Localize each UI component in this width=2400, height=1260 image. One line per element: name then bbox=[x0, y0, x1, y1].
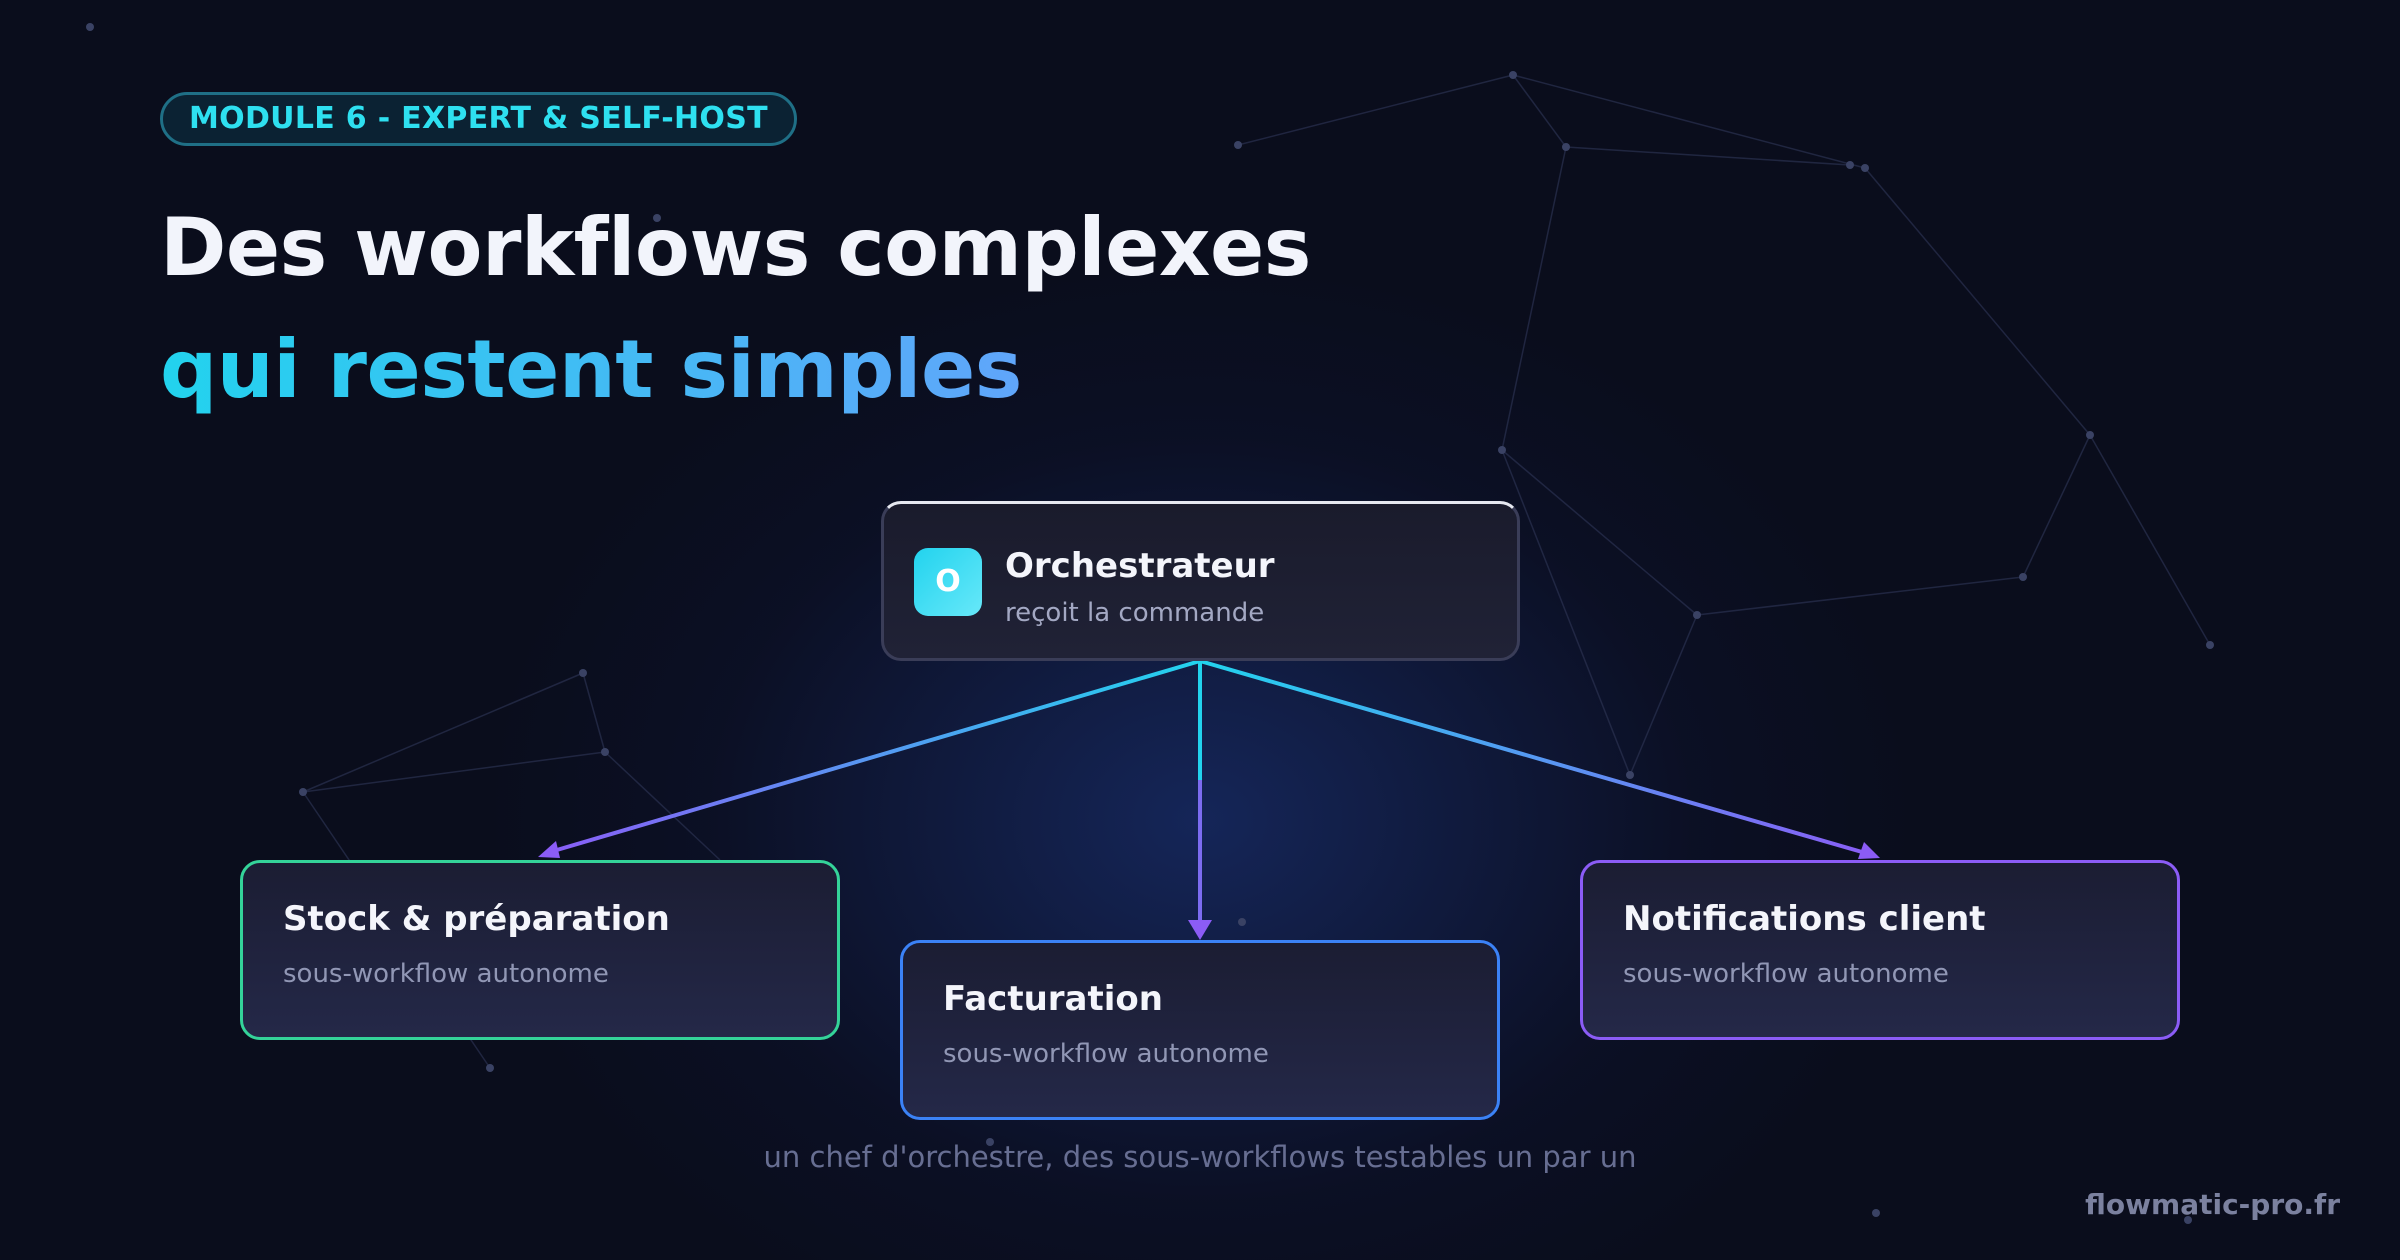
facturation-title: Facturation bbox=[943, 979, 1163, 1019]
stock-node: Stock & préparation sous-workflow autono… bbox=[240, 860, 840, 1040]
stock-title: Stock & préparation bbox=[283, 899, 670, 939]
orchestrator-node: O Orchestrateur reçoit la commande bbox=[881, 501, 1520, 661]
stock-subtitle: sous-workflow autonome bbox=[283, 959, 609, 989]
notifications-title: Notifications client bbox=[1623, 899, 1986, 939]
page-title: Des workflows complexes bbox=[160, 201, 1311, 294]
page-subtitle: qui restent simples bbox=[160, 320, 1022, 420]
arrowhead-notifications bbox=[1858, 842, 1880, 859]
edge-to-notifications bbox=[1199, 659, 1863, 854]
footer-brand: flowmatic-pro.fr bbox=[2085, 1188, 2340, 1221]
diagram-caption: un chef d'orchestre, des sous-workflows … bbox=[763, 1140, 1637, 1174]
edge-to-stock bbox=[549, 659, 1201, 854]
notifications-node: Notifications client sous-workflow auton… bbox=[1580, 860, 2180, 1040]
facturation-node: Facturation sous-workflow autonome bbox=[900, 940, 1500, 1120]
orchestrator-subtitle: reçoit la commande bbox=[1005, 598, 1265, 628]
orchestrator-icon: O bbox=[914, 548, 982, 616]
orchestrator-title: Orchestrateur bbox=[1005, 546, 1275, 586]
arrowhead-stock bbox=[538, 841, 560, 858]
module-badge: MODULE 6 - EXPERT & SELF-HOST bbox=[160, 92, 797, 146]
notifications-subtitle: sous-workflow autonome bbox=[1623, 959, 1949, 989]
arrowhead-facturation bbox=[1188, 920, 1212, 940]
facturation-subtitle: sous-workflow autonome bbox=[943, 1039, 1269, 1069]
